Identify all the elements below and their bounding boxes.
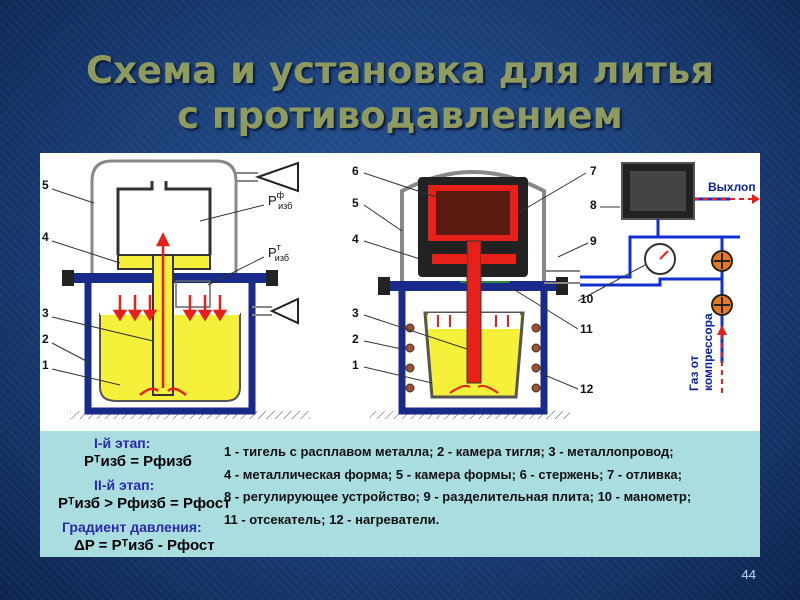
gas-label-line-1: Газ от	[687, 355, 701, 391]
stage-1-title: I-й этап:	[94, 435, 151, 451]
pipe-collar	[175, 280, 211, 308]
right-callout-1: 1	[352, 358, 359, 372]
right-callout-9: 9	[590, 234, 597, 248]
right-side-pipe	[544, 270, 580, 284]
right-callout-10: 10	[580, 292, 594, 306]
right-bolt-2	[556, 277, 568, 295]
left-callout-4: 4	[42, 230, 49, 244]
legend-line-1: 1 - тигель с расплавом металла; 2 - каме…	[224, 444, 674, 459]
right-callout-6: 6	[352, 164, 359, 178]
right-pressure-arrows	[437, 315, 509, 394]
left-callout-1: 1	[42, 358, 49, 372]
left-callout-2: 2	[42, 332, 49, 346]
right-callout-8: 8	[590, 198, 597, 212]
right-callout-12: 12	[580, 382, 594, 396]
left-leader-lines	[51, 188, 265, 386]
right-diagram: Выхлоп Газ от компрессора 6	[352, 162, 760, 419]
right-callout-3: 3	[352, 306, 359, 320]
gas-label-line-2: компрессора	[701, 313, 715, 391]
right-bolt-1	[378, 277, 390, 295]
left-ground	[70, 411, 310, 419]
right-leader-lines	[363, 172, 646, 390]
right-callout-4: 4	[352, 232, 359, 246]
crucible-valve-pipe	[252, 306, 272, 316]
gradient-formula: ΔP = Pᵀизб - Pфост	[74, 537, 215, 554]
legend-line-4: 11 - отсекатель; 12 - нагреватели.	[224, 511, 440, 527]
regulator-screen	[630, 171, 686, 211]
stage-2-title: II-й этап:	[94, 477, 155, 493]
crucible-valve	[269, 297, 299, 325]
gas-valves	[711, 250, 733, 316]
legend-list: 1 - тигель с расплавом металла; 2 - каме…	[224, 441, 748, 531]
legend-line-3: 8 - регулирующее устройство; 9 - раздели…	[224, 489, 692, 504]
slide-title: Схема и установка для литья с противодав…	[0, 48, 800, 138]
form-valve-pipe	[236, 172, 258, 182]
form-valve	[254, 161, 299, 193]
left-bolt-1	[62, 270, 74, 286]
manometer-needle	[659, 250, 669, 260]
right-metal-pipe	[466, 240, 482, 384]
slide-number: 44	[741, 567, 756, 582]
gas-piping	[580, 197, 740, 363]
core	[436, 191, 510, 235]
stage-2-formula: Pᵀизб > Pфизб = Pфост	[58, 495, 231, 512]
right-callout-2: 2	[352, 332, 359, 346]
mold	[116, 181, 212, 255]
left-pressure-arrows	[112, 232, 228, 396]
left-callout-5: 5	[42, 178, 49, 192]
left-callout-3: 3	[42, 306, 49, 320]
title-line-2: с противодавлением	[177, 94, 623, 137]
heaters	[405, 323, 541, 393]
exhaust-label: Выхлоп	[708, 180, 756, 194]
title-line-1: Схема и установка для литья	[85, 49, 715, 92]
legend-line-2: 4 - металлическая форма; 5 - камера форм…	[224, 466, 682, 482]
right-callout-5: 5	[352, 196, 359, 210]
stage-1-formula: Pᵀизб = Pфизб	[84, 453, 192, 470]
left-bolt-2	[266, 270, 278, 286]
gradient-title: Градиент давления:	[62, 519, 202, 535]
right-callout-11: 11	[580, 322, 593, 336]
legend-area: I-й этап: Pᵀизб = Pфизб II-й этап: Pᵀизб…	[40, 431, 760, 557]
right-ground	[370, 411, 570, 419]
right-callout-7: 7	[590, 164, 597, 178]
gas-input-arrowhead	[717, 325, 727, 335]
exhaust-arrowhead	[752, 194, 760, 204]
